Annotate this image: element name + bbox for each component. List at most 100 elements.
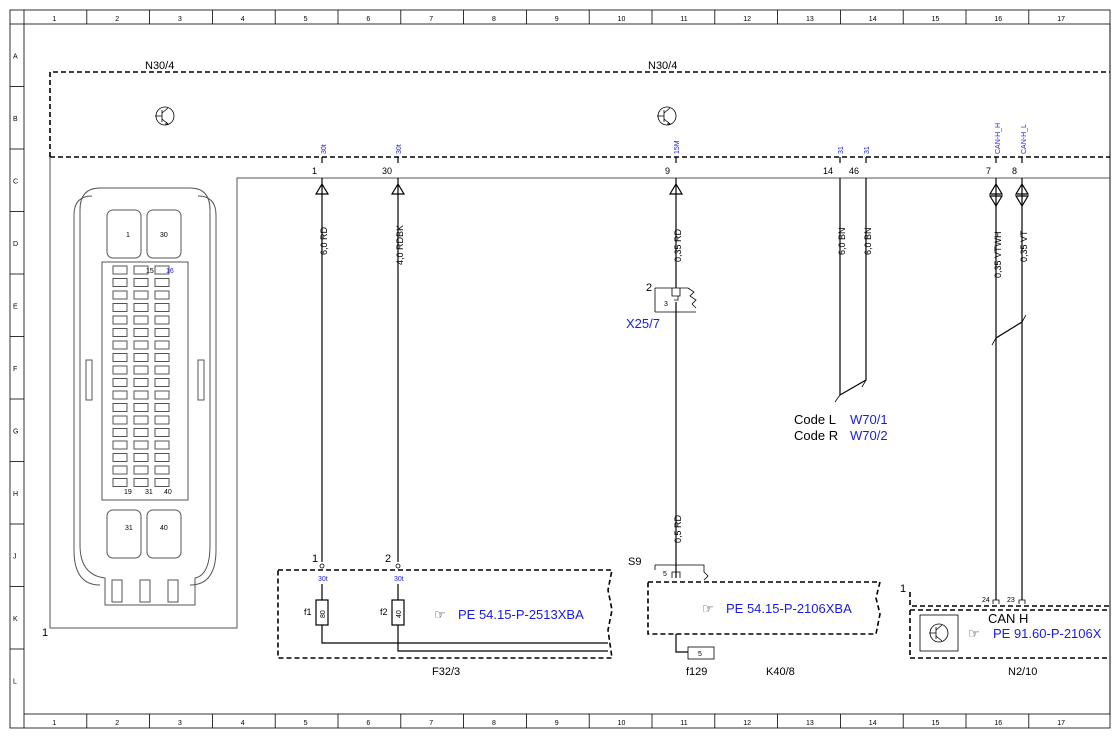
connector-pin [133,465,149,475]
wire-ground-codes [839,178,867,397]
wire-30t [321,194,399,562]
grid-column-label: 12 [743,16,751,23]
connector-pin [112,315,128,325]
connector-pin [133,315,149,325]
connector-pin-label: 19 [124,489,132,496]
grid-column-label: 2 [115,720,119,727]
connector-pin [133,440,149,450]
signal-15m: 15M [674,140,681,154]
grid-column-label: 7 [429,16,433,23]
connector-pin [133,403,149,412]
pin-number: 30 [382,166,392,176]
wire-label: 6,0 BN [837,227,847,255]
reference-pointer-icon[interactable]: ☞ [434,607,446,622]
grid-column-label: 10 [618,16,626,23]
signal-30t-fuse: 30t [318,576,328,583]
connector-pin [154,278,170,287]
signal-30t: 30t [396,144,403,154]
w70-1-label: W70/1 [850,412,888,427]
grid-row-label: A [13,53,18,60]
connector-pin [112,303,128,312]
f129-fuse [687,646,715,660]
connector-pin [112,278,128,287]
connector-pin [133,303,149,312]
connector-pin [112,390,128,400]
connector-pin [112,478,128,487]
connector-pin [154,403,170,412]
connector-pin [112,453,128,462]
fuse-value: 40 [396,610,403,618]
grid-row-label: D [13,241,18,248]
pin-number: 7 [986,166,991,176]
grid-row-label: B [13,116,18,123]
connector-pin [154,415,170,425]
w70-2-label: W70/2 [850,428,888,443]
connector-pin [154,378,170,387]
grid-row-label: G [13,428,18,435]
signal-31: 31 [838,146,845,154]
connector-pin [112,440,128,450]
connector-pin-label: 40 [164,489,172,496]
reference-pointer-icon[interactable]: ☞ [702,601,714,616]
grid-row-label: K [13,616,18,623]
fuse-f2-label: f2 [380,607,388,617]
connector-pin [154,353,170,362]
pin-number: 14 [823,166,833,176]
reference-pointer-icon[interactable]: ☞ [968,626,980,641]
wire-label: 0,5 RD [673,514,683,543]
connector-pin [154,465,170,475]
grid-row-label: J [13,553,17,560]
connector-pin-label: 15 [146,268,154,275]
frame-inner [23,23,1111,715]
connector-pin-label: 31 [145,489,153,496]
signal-31: 31 [864,146,871,154]
grid-column-label: 16 [994,720,1002,727]
connector-pin [112,265,128,275]
connector-pin-label: 31 [125,525,133,532]
grid-column-label: 8 [492,16,496,23]
grid-column-label: 15 [932,16,940,23]
grid-column-label: 14 [869,16,877,23]
connector-pin [154,478,170,487]
fuse-value: 80 [320,610,327,618]
pin-stubs [321,157,1023,163]
can-h-label: CAN H [988,611,1028,626]
pin-number: 8 [1012,166,1017,176]
fuse-f1-label: f1 [304,607,312,617]
connector-pin [112,415,128,425]
x25-7-connector [654,287,697,313]
n30-4-left-label: N30/4 [145,60,174,72]
n2-10-box-outline [909,592,1110,659]
grid-column-label: 9 [555,720,559,727]
connector-pin [154,365,170,375]
f32-3-label: F32/3 [432,666,460,678]
pin-number: 24 [982,597,990,604]
grid-column-label: 15 [932,720,940,727]
pin-number: 1 [900,583,906,595]
n2-10-label: N2/10 [1008,666,1037,678]
connector-pin [133,415,149,425]
grid-column-label: 14 [869,720,877,727]
connector-pin [154,453,170,462]
pin-number: 9 [665,166,670,176]
code-r-label: Code R [794,428,838,443]
s9-label: S9 [628,556,641,568]
connector-corner-label: 1 [42,627,48,639]
connector-pin [133,453,149,462]
reference-link[interactable]: PE 91.60-P-2106X [993,626,1102,641]
pin-number: 23 [1007,597,1015,604]
wire-label: 0,35 VTWH [993,231,1003,278]
grid-column-label: 11 [680,16,687,23]
reference-link[interactable]: PE 54.15-P-2513XBA [458,607,584,622]
grid-column-label: 17 [1057,16,1065,23]
grid-column-label: 16 [994,16,1002,23]
connector-drawing: 1 30 15 16 19 31 40 31 40 [49,157,1110,629]
transistor-icon [929,623,949,643]
grid-column-label: 6 [366,720,370,727]
grid-column-label: 10 [618,720,626,727]
grid-column-label: 4 [241,16,245,23]
reference-link[interactable]: PE 54.15-P-2106XBA [726,601,852,616]
